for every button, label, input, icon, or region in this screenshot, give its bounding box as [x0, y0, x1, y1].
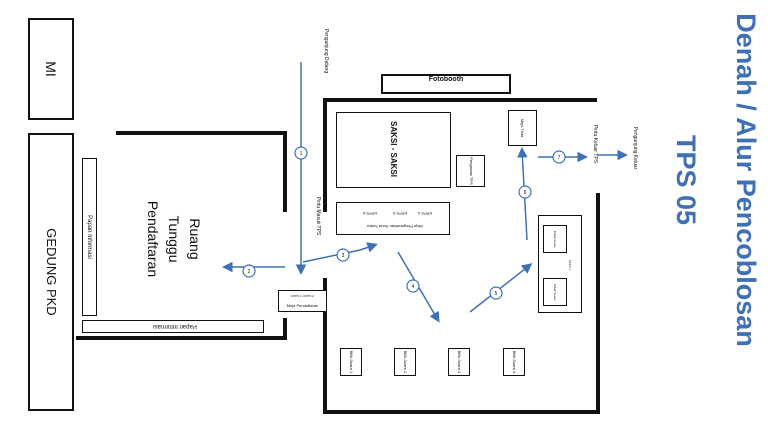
fotobooth-label: Fotobooth	[428, 76, 464, 83]
step-label-2: 2	[248, 269, 251, 275]
meja-pendaftaran-box	[278, 290, 327, 312]
step-marker-3	[336, 248, 350, 262]
step-marker-7	[552, 150, 566, 164]
pengawas-tps-box	[456, 155, 485, 187]
bilik-suara-2[interactable]	[394, 348, 416, 376]
meja-pendaftaran-sub: KPPS 1, KPPS 2	[291, 294, 314, 298]
bilik-suara-4[interactable]	[503, 348, 525, 376]
step-marker-1	[294, 146, 308, 160]
step-marker-6	[518, 185, 532, 199]
bilik-suara-1[interactable]	[340, 348, 362, 376]
fotobooth	[381, 74, 511, 94]
step-marker-2	[242, 264, 256, 278]
meja-tinta-box	[508, 110, 537, 146]
step-marker-4	[406, 279, 420, 293]
info-board-horizontal	[82, 320, 264, 333]
meja-pengambilan-box	[336, 202, 450, 235]
step-label-3: 3	[342, 253, 345, 259]
flow-arrow-3	[302, 242, 378, 263]
step-marker-5	[489, 286, 503, 300]
step-label-4: 4	[412, 284, 415, 290]
step-label-7: 7	[558, 155, 561, 161]
step-label-6: 6	[524, 190, 527, 196]
info-board-vertical	[82, 158, 97, 316]
kotak-suara-top	[543, 225, 567, 253]
bilik-suara-3[interactable]	[448, 348, 470, 376]
step-label-5: 5	[495, 291, 498, 297]
gedung-pkd-building	[28, 133, 74, 411]
saksi-area	[336, 112, 451, 188]
meja-pendaftaran-label: Meja Pendaftaran	[286, 303, 319, 308]
kotak-suara-bottom	[543, 278, 567, 306]
step-label-1: 1	[300, 151, 303, 157]
mi-building	[28, 18, 74, 120]
